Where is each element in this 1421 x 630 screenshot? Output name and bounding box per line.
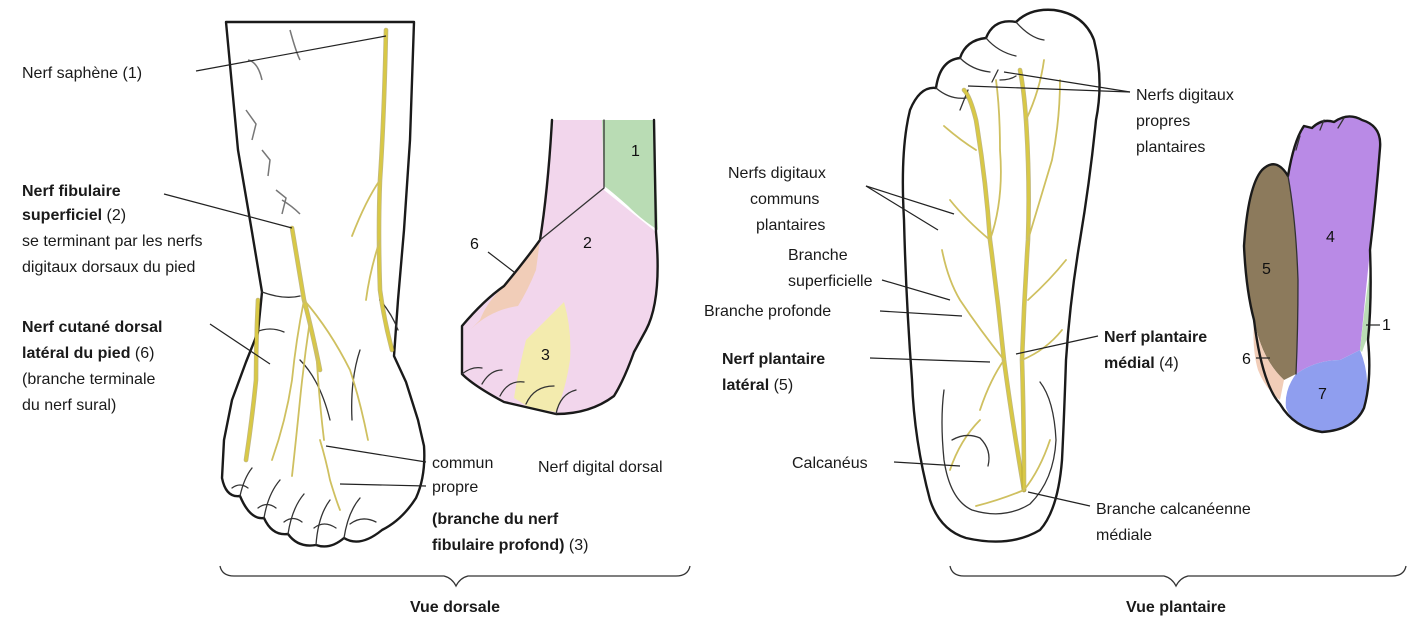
label-fibulaire-sup-2: superficiel (2): [22, 207, 126, 224]
label-superficielle-1: Branche: [788, 247, 848, 264]
label-digitaux-communs-3: plantaires: [756, 217, 825, 234]
view-title-dorsale: Vue dorsale: [410, 599, 500, 616]
label-medial-1: Nerf plantaire: [1104, 329, 1207, 346]
label-digital-dorsal: Nerf digital dorsal: [538, 459, 663, 476]
zone-7-plantar-label: 7: [1318, 386, 1327, 403]
label-superficielle-2: superficielle: [788, 273, 873, 290]
dorsal-brace: [220, 566, 690, 586]
label-calcaneenne-1: Branche calcanéenne: [1096, 501, 1251, 518]
zone-3-dorsal-label: 3: [541, 347, 550, 364]
label-calcaneus: Calcanéus: [792, 455, 868, 472]
label-branche-1: (branche du nerf: [432, 511, 559, 528]
label-commun: commun: [432, 455, 493, 472]
zone-1-plantar-label: 1: [1382, 317, 1391, 334]
zone-5-plantar: [1244, 164, 1298, 380]
label-digitaux-propres-1: Nerfs digitaux: [1136, 87, 1234, 104]
label-digitaux-propres-2: propres: [1136, 113, 1190, 130]
zone-6-dorsal-label: 6: [470, 236, 479, 253]
label-lateral-1: Nerf plantaire: [722, 351, 825, 368]
dorsal-foot-illustration: [222, 22, 424, 546]
label-digitaux-communs-1: Nerfs digitaux: [728, 165, 826, 182]
zone-4-plantar-label: 4: [1326, 229, 1335, 246]
label-fibulaire-sup-1: Nerf fibulaire: [22, 183, 121, 200]
label-fibulaire-sup-4: digitaux dorsaux du pied: [22, 259, 195, 276]
label-medial-2: médial (4): [1104, 355, 1179, 372]
zone-5-plantar-label: 5: [1262, 261, 1271, 278]
zone-6-plantar-label: 6: [1242, 351, 1251, 368]
label-cutane-3: (branche terminale: [22, 371, 156, 388]
zone-1-dorsal-label: 1: [631, 143, 640, 160]
label-branche-2: fibulaire profond) (3): [432, 537, 588, 554]
view-title-plantaire: Vue plantaire: [1126, 599, 1226, 616]
label-cutane-1: Nerf cutané dorsal: [22, 319, 162, 336]
label-lateral-2: latéral (5): [722, 377, 793, 394]
label-fibulaire-sup-3: se terminant par les nerfs: [22, 233, 203, 250]
label-digitaux-propres-3: plantaires: [1136, 139, 1205, 156]
label-digitaux-communs-2: communs: [750, 191, 819, 208]
zone-6-dorsal-leader: [488, 252, 514, 272]
label-propre: propre: [432, 479, 478, 496]
zone-2-dorsal-label: 2: [583, 235, 592, 252]
label-cutane-2: latéral du pied (6): [22, 345, 154, 362]
label-nerf-saphene: Nerf saphène (1): [22, 65, 142, 82]
label-cutane-4: du nerf sural): [22, 397, 116, 414]
plantar-brace: [950, 566, 1406, 586]
label-calcaneenne-2: médiale: [1096, 527, 1152, 544]
label-profonde: Branche profonde: [704, 303, 831, 320]
dorsal-zones-insert: 1 2 3 6: [462, 120, 658, 414]
plantar-zones-insert: 4 5 1 6 7: [1242, 116, 1391, 432]
